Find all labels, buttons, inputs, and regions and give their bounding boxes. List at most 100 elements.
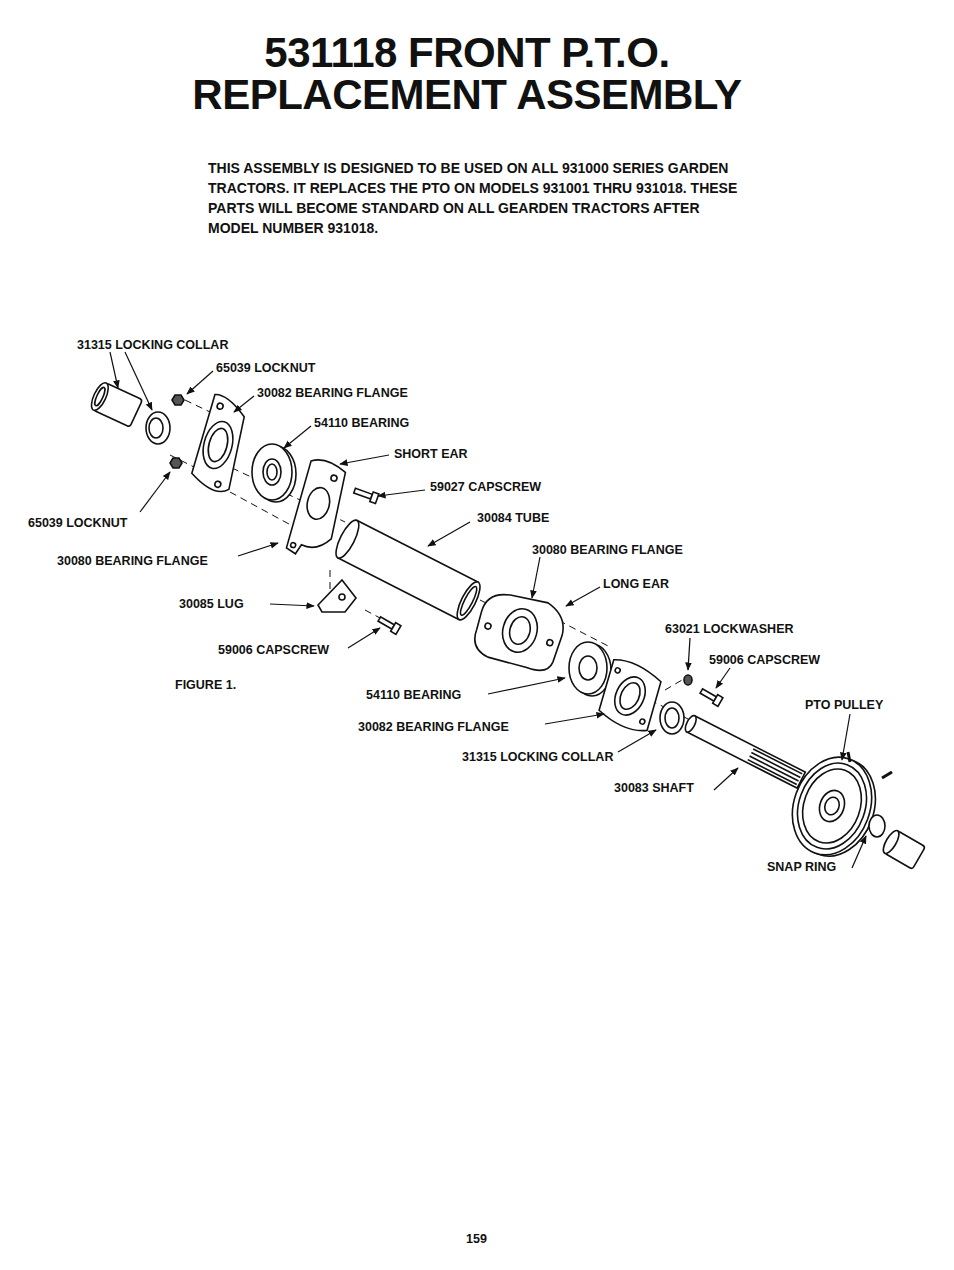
drawing-path — [488, 678, 565, 694]
drawing-rect — [700, 689, 716, 701]
drawing-path — [714, 768, 738, 790]
drawing-path — [330, 570, 331, 590]
drawing-path — [340, 455, 389, 464]
drawing-rect — [378, 617, 394, 629]
part-label: 63021 LOCKWASHER — [665, 623, 794, 636]
drawing-polygon — [391, 623, 401, 635]
drawing-path — [185, 400, 210, 412]
drawing-g — [699, 687, 723, 707]
page-title: 531118 FRONT P.T.O. REPLACEMENT ASSEMBLY — [147, 32, 787, 116]
drawing-path — [545, 714, 604, 724]
drawing-g — [779, 746, 888, 867]
part-label: 30080 BEARING FLANGE — [532, 544, 683, 557]
drawing-circle — [339, 594, 345, 600]
drawing-path — [378, 490, 425, 496]
drawing-path — [566, 587, 600, 606]
part-label: 65039 LOCKNUT — [28, 517, 127, 530]
drawing-path — [110, 352, 118, 388]
drawing-g — [332, 517, 485, 623]
drawing-path — [187, 371, 213, 394]
drawing-ellipse — [869, 815, 885, 837]
drawing-g — [146, 412, 170, 444]
part-label: 30084 TUBE — [477, 512, 549, 525]
part-label: 54110 BEARING — [366, 689, 461, 702]
drawing-g — [683, 714, 805, 788]
drawing-path — [842, 714, 850, 760]
drawing-ellipse — [665, 708, 679, 728]
note-text: THIS ASSEMBLY IS DESIGNED TO BE USED ON … — [208, 158, 738, 238]
drawing-circle — [484, 622, 491, 629]
drawing-ellipse — [263, 459, 281, 485]
drawing-rect — [354, 488, 373, 499]
drawing-ellipse — [88, 380, 112, 412]
drawing-ellipse — [205, 426, 231, 464]
drawing-polygon — [713, 695, 723, 707]
drawing-ellipse — [149, 418, 163, 438]
drawing-circle — [330, 475, 337, 482]
drawing-path — [234, 396, 254, 412]
drawing-g — [590, 655, 670, 736]
part-label: 65039 LOCKNUT — [216, 362, 315, 375]
drawing-ellipse — [815, 787, 848, 825]
drawing-path — [470, 587, 569, 675]
drawing-ellipse — [683, 714, 698, 734]
drawing-ellipse — [332, 517, 364, 561]
drawing-circle — [546, 639, 553, 646]
drawing-path — [590, 655, 670, 736]
drawing-circle — [216, 403, 223, 410]
drawing-path — [716, 668, 730, 688]
drawing-ellipse — [498, 605, 542, 656]
drawing-ellipse — [786, 753, 878, 858]
drawing-ellipse — [304, 486, 332, 522]
part-label: 159 — [466, 1233, 487, 1246]
drawing-line — [882, 772, 892, 778]
drawing-g — [353, 486, 379, 504]
drawing-ellipse — [660, 702, 684, 734]
drawing-ellipse — [252, 444, 292, 500]
drawing-circle — [214, 481, 221, 488]
drawing-path — [365, 610, 380, 618]
drawing-ellipse — [609, 672, 651, 720]
drawing-path — [665, 680, 682, 690]
part-label: 59006 CAPSCREW — [218, 644, 329, 657]
drawing-line — [848, 752, 850, 762]
part-label: SHORT EAR — [394, 448, 468, 461]
drawing-polygon — [170, 458, 182, 468]
drawing-ellipse — [779, 746, 885, 866]
drawing-path — [238, 543, 278, 556]
drawing-g — [88, 380, 142, 427]
part-drawings — [88, 380, 925, 869]
drawing-path — [125, 352, 152, 410]
drawing-polygon — [370, 492, 379, 503]
drawing-ellipse — [822, 795, 841, 817]
drawing-line — [748, 760, 797, 785]
drawing-path — [318, 580, 356, 612]
drawing-path — [532, 557, 540, 598]
drawing-path — [852, 836, 866, 868]
part-label: 59006 CAPSCREW — [709, 654, 820, 667]
drawing-ellipse — [267, 464, 277, 480]
drawing-path — [189, 393, 252, 494]
drawing-path — [348, 628, 380, 648]
drawing-circle — [614, 667, 621, 674]
drawing-ellipse — [93, 386, 107, 407]
part-label: SNAP RING — [767, 861, 836, 874]
drawing-g — [660, 702, 684, 734]
drawing-path — [618, 730, 656, 752]
part-label: 31315 LOCKING COLLAR — [462, 751, 613, 764]
drawing-ellipse — [684, 675, 692, 685]
drawing-ellipse — [146, 412, 170, 444]
drawing-rect — [338, 520, 478, 619]
part-label: 59027 CAPSCREW — [430, 481, 541, 494]
drawing-g — [470, 587, 569, 675]
part-label: 30080 BEARING FLANGE — [57, 555, 208, 568]
drawing-ellipse — [569, 642, 607, 694]
drawing-line — [750, 756, 799, 781]
drawing-g — [569, 642, 611, 696]
part-label: 30082 BEARING FLANGE — [358, 721, 509, 734]
drawing-ellipse — [880, 828, 902, 856]
drawing-path — [688, 638, 690, 670]
part-label: 31315 LOCKING COLLAR — [77, 339, 228, 352]
part-label: LONG EAR — [603, 578, 669, 591]
